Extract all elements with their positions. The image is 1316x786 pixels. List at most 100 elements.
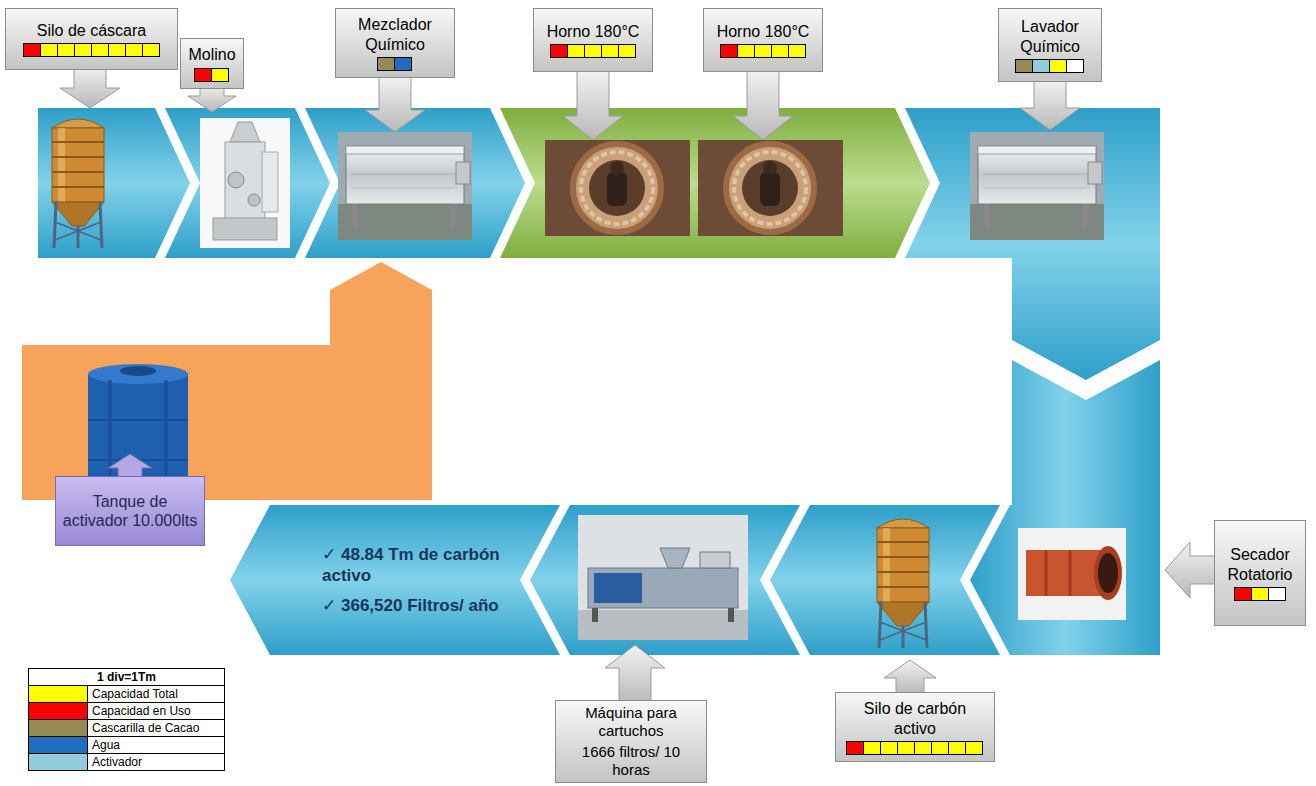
capacity-cell (788, 44, 806, 58)
capacity-cell (1268, 587, 1286, 601)
dryer-picture (1018, 528, 1126, 620)
capacity-cell (57, 43, 75, 57)
capacity-cell (394, 57, 412, 71)
callout-text: Silo de carbón activo (842, 699, 988, 737)
callout-text: Horno 180°C (717, 22, 810, 41)
capacity-cell (91, 43, 109, 57)
legend-swatch (29, 754, 88, 770)
capacity-cell (23, 43, 41, 57)
capacity-cell (771, 44, 789, 58)
legend-swatch (29, 703, 88, 719)
capacity-cell (965, 741, 983, 755)
capacity-cell (880, 741, 898, 755)
capacity-cell (1049, 59, 1067, 73)
capacity-cell (194, 68, 212, 82)
capacity-cell (897, 741, 915, 755)
legend-text: Capacidad en Uso (88, 703, 191, 719)
capacity-cell (931, 741, 949, 755)
callout-text: Lavador Químico (1005, 17, 1095, 55)
process-chevron (530, 505, 800, 655)
capacity-bar (1016, 59, 1084, 73)
process-chevron (305, 108, 525, 258)
silo-picture (877, 519, 929, 648)
capacity-cell (1066, 59, 1084, 73)
capacity-cell (846, 741, 864, 755)
capacity-bar (721, 44, 806, 58)
output-text: ✓ 366,520 Filtros/ año (322, 595, 499, 616)
callout-box: Máquina para cartuchos1666 filtros/ 10 h… (555, 700, 707, 783)
capacity-cell (125, 43, 143, 57)
output-chevron: ✓ 48.84 Tm de carbón activo ✓ 366,520 Fil… (230, 505, 560, 655)
legend-text: Cascarilla de Cacao (88, 720, 199, 736)
tank-picture (88, 364, 188, 494)
process-chevron (905, 108, 1160, 380)
legend: 1 div=1TmCapacidad TotalCapacidad en Uso… (28, 668, 225, 771)
callout-text: Máquina para cartuchos (562, 704, 700, 740)
callout-text: Mezclador Químico (342, 15, 448, 53)
capacity-cell (1234, 587, 1252, 601)
callout-text: Horno 180°C (547, 22, 640, 41)
capacity-cell (863, 741, 881, 755)
process-chevron (770, 505, 1000, 655)
callout-arrows (60, 65, 1220, 705)
legend-text: Activador (88, 754, 142, 770)
legend-row: Cascarilla de Cacao (29, 720, 224, 737)
legend-swatch (29, 686, 88, 702)
process-chevron (165, 108, 330, 258)
oven-picture (545, 140, 690, 236)
callout-box: Molino (180, 38, 244, 89)
capacity-cell (40, 43, 58, 57)
callout-box: Horno 180°C (533, 8, 653, 72)
callout-box: Tanque de activador 10.000lts (55, 476, 205, 546)
capacity-cell (601, 44, 619, 58)
legend-title: 1 div=1Tm (29, 669, 224, 686)
callout-box: Silo de carbón activo (835, 692, 995, 762)
capacity-cell (720, 44, 738, 58)
capacity-cell (550, 44, 568, 58)
output-text: ✓ 48.84 Tm de carbón activo (322, 544, 512, 587)
legend-row: Capacidad Total (29, 686, 224, 703)
capacity-cell (737, 44, 755, 58)
capacity-cell (108, 43, 126, 57)
silo-picture (52, 119, 104, 248)
legend-text: Capacidad Total (88, 686, 178, 702)
mill-picture (200, 118, 290, 248)
capacity-cell (1015, 59, 1033, 73)
callout-box: Silo de cáscara (5, 8, 178, 70)
capacity-cell (618, 44, 636, 58)
callout-box: Secador Rotatorio (1214, 520, 1306, 626)
mixer-picture (338, 132, 472, 240)
capacity-cell (914, 741, 932, 755)
activator-band (22, 262, 432, 500)
washer-picture (970, 132, 1104, 240)
capacity-cell (377, 57, 395, 71)
legend-row: Agua (29, 737, 224, 754)
capacity-cell (584, 44, 602, 58)
capacity-bar (24, 43, 160, 57)
legend-swatch (29, 737, 88, 753)
capacity-cell (1032, 59, 1050, 73)
callout-text: Silo de cáscara (37, 21, 146, 40)
callout-text: 1666 filtros/ 10 horas (562, 743, 700, 779)
oven-chevron (500, 108, 930, 258)
legend-row: Activador (29, 754, 224, 770)
callout-arrow (108, 454, 152, 478)
capacity-bar (378, 57, 412, 71)
callout-box: Lavador Químico (998, 8, 1102, 82)
callout-box: Horno 180°C (703, 8, 823, 72)
capacity-bar (847, 741, 983, 755)
capacity-cell (754, 44, 772, 58)
capacity-bar (551, 44, 636, 58)
capacity-cell (567, 44, 585, 58)
callout-text: Secador Rotatorio (1221, 545, 1299, 583)
capacity-cell (1251, 587, 1269, 601)
legend-text: Agua (88, 737, 120, 753)
capacity-bar (1235, 587, 1286, 601)
chevron-shape (230, 505, 560, 655)
legend-swatch (29, 720, 88, 736)
legend-row: Capacidad en Uso (29, 703, 224, 720)
callout-box: Mezclador Químico (335, 8, 455, 78)
process-chevron (38, 108, 190, 258)
capacity-cell (142, 43, 160, 57)
capacity-cell (948, 741, 966, 755)
